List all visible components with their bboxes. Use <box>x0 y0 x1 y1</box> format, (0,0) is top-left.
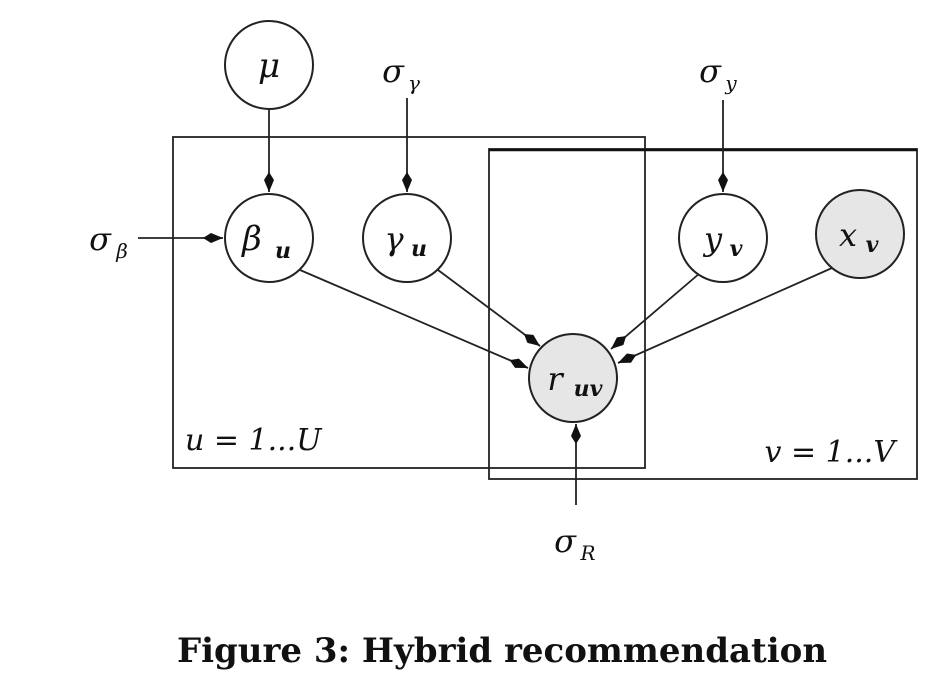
plate-u-label: u = 1...U <box>185 423 323 458</box>
node-gamma-u-symbol: γ <box>384 220 404 258</box>
edge-beta-r <box>299 269 529 369</box>
node-beta-u-sub: u <box>275 238 291 264</box>
node-r-uv: r uv <box>528 333 618 423</box>
node-beta-u-symbol: β <box>240 219 262 259</box>
node-r-uv-sub: uv <box>574 376 603 402</box>
node-y-v: y v <box>678 193 768 283</box>
node-gamma-u: γ u <box>362 193 452 283</box>
hyper-sigma-y: σ y <box>699 52 737 95</box>
figure-caption: Figure 3: Hybrid recommendation <box>177 631 827 671</box>
sigma-beta-sub: β <box>115 239 128 263</box>
sigma-gamma-symbol: σ <box>382 52 405 90</box>
sigma-y-sub: y <box>724 71 737 95</box>
node-x-v-sub: v <box>866 232 879 258</box>
node-mu-label: μ <box>258 46 280 86</box>
sigma-beta-symbol: σ <box>89 220 112 258</box>
hyper-sigma-beta: σ β <box>89 220 128 263</box>
edge-y-r <box>610 272 701 350</box>
sigma-gamma-sub: γ <box>408 71 420 95</box>
node-beta-u: β u <box>224 193 314 283</box>
node-y-v-sub: v <box>730 236 743 262</box>
hyper-sigma-r: σ R <box>554 522 595 565</box>
edge-gamma-r <box>437 269 541 347</box>
hyper-sigma-gamma: σ γ <box>382 52 420 95</box>
node-x-v-symbol: x <box>839 216 857 254</box>
plate-v-label: v = 1...V <box>764 435 898 470</box>
plate-u <box>172 136 646 469</box>
node-x-v: x v <box>815 189 905 279</box>
node-y-v-symbol: y <box>702 220 723 258</box>
sigma-r-sub: R <box>579 541 595 565</box>
node-gamma-u-sub: u <box>411 236 427 262</box>
node-r-uv-symbol: r <box>547 360 564 398</box>
edge-x-r <box>617 267 833 364</box>
sigma-y-symbol: σ <box>699 52 722 90</box>
node-mu: μ <box>224 20 314 110</box>
sigma-r-symbol: σ <box>554 522 577 560</box>
